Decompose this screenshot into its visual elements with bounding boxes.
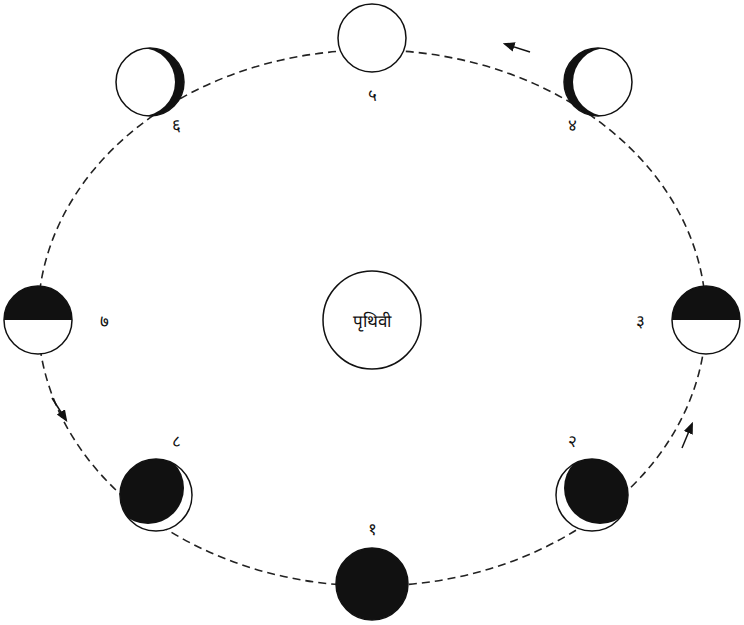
earth-circle: पृथिवी [322,270,422,370]
phase-number: ३ [636,309,645,332]
phase-number: ८ [172,429,181,452]
phase-number: ४ [568,113,577,136]
earth-label: पृथिवी [353,309,391,332]
phase-number: ५ [368,83,377,106]
phase-number: ७ [100,309,109,332]
phase-number: १ [368,517,377,540]
phase-number: ६ [172,113,181,136]
phase-number: २ [568,429,577,452]
